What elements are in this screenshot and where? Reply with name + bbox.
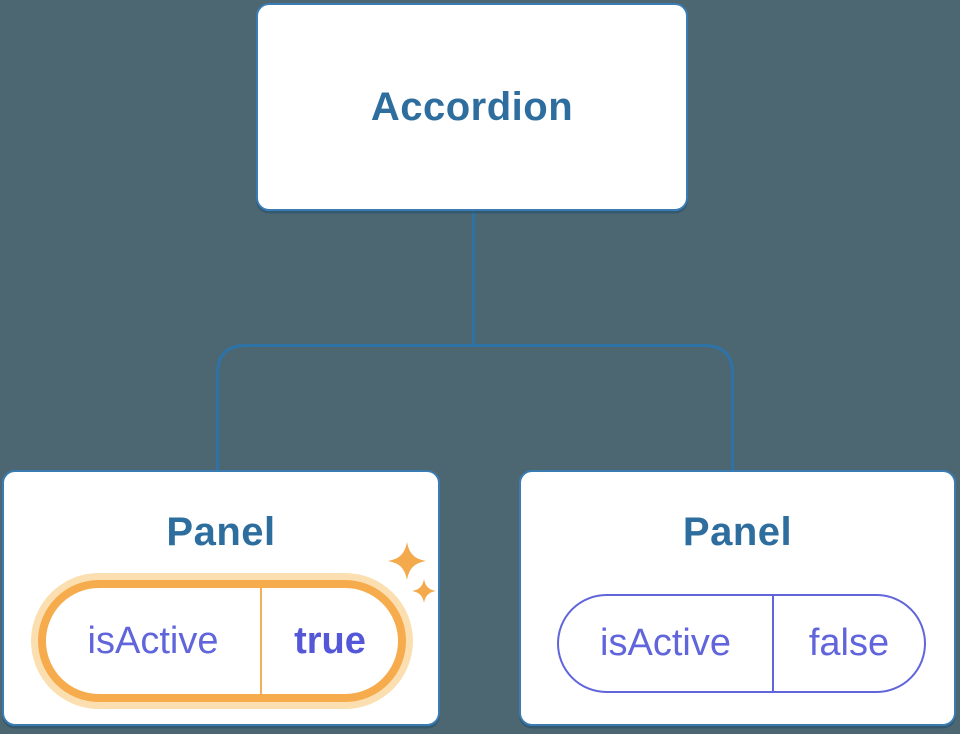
state-value-label: true	[294, 619, 366, 662]
sparkle-icon	[388, 542, 436, 603]
state-pill-inactive: isActive false	[557, 594, 926, 693]
state-pill-active: isActive true	[38, 580, 406, 702]
sparkle-large	[388, 542, 426, 580]
panel-active-title: Panel	[166, 510, 276, 554]
panel-node-active: Panel isActive true	[2, 470, 440, 726]
accordion-node-label: Accordion	[370, 84, 574, 129]
state-name-label: isActive	[559, 596, 774, 691]
sparkle-small	[412, 579, 436, 603]
panel-inactive-title: Panel	[682, 510, 793, 554]
panel-node-inactive: Panel isActive false	[519, 470, 956, 726]
state-name-label: isActive	[46, 588, 262, 694]
connector-branch-bracket	[216, 344, 734, 471]
state-value-label: false	[808, 622, 890, 664]
accordion-node: Accordion	[256, 3, 688, 211]
